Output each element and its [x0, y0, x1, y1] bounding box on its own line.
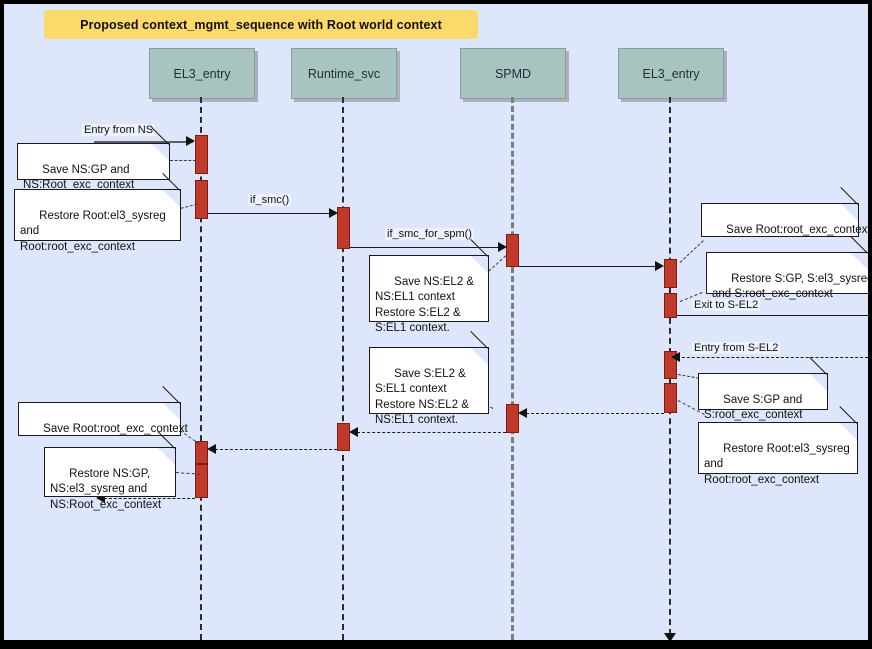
arrow-left-icon	[96, 493, 105, 503]
lifeline-runtime-svc	[342, 97, 344, 640]
activation-bar	[337, 423, 350, 451]
note-fold-icon	[471, 348, 488, 365]
note-text: Save NS:EL2 & NS:EL1 context Restore S:E…	[375, 275, 475, 335]
note-fold-icon	[840, 423, 857, 440]
note-fold-icon	[163, 190, 180, 207]
message-label-entry-from-ns: Entry from NS	[82, 124, 156, 136]
participant-label: EL3_entry	[642, 66, 700, 81]
message-line-entry-from-ns	[94, 141, 193, 143]
lifeline-el3-entry-left	[200, 97, 202, 640]
message-line-if-smc	[208, 213, 334, 214]
activation-bar	[664, 383, 677, 413]
arrow-left-icon	[671, 352, 680, 362]
participant-spmd[interactable]: SPMD	[460, 48, 566, 99]
activation-bar	[195, 464, 208, 498]
note-fold-icon	[152, 144, 169, 161]
activation-bar	[195, 135, 208, 174]
participant-el3-entry-left[interactable]: EL3_entry	[149, 48, 255, 99]
note-fold-icon	[158, 448, 175, 465]
activation-bar	[664, 293, 677, 318]
note-fold-icon	[163, 403, 180, 420]
note-text: Restore S:GP, S:el3_sysreg and S:root_ex…	[712, 272, 868, 301]
note-fold-line	[839, 406, 857, 424]
arrow-right-icon	[329, 208, 338, 218]
message-label-exit-to-sel2: Exit to S-EL2	[692, 299, 761, 311]
activation-bar	[664, 259, 677, 288]
note-fold-icon	[471, 256, 488, 273]
note-save-s-el2-restore-ns-el2: Save S:EL2 & S:EL1 context Restore NS:EL…	[369, 331, 489, 426]
activation-bar	[195, 180, 208, 219]
note-fold-line	[850, 236, 868, 254]
message-label-if-smc-for-spm: if_smc_for_spm()	[385, 228, 474, 240]
message-line-spmd-to-el3	[519, 266, 661, 267]
note-restore-root-el3-sysreg-1: Restore Root:el3_sysreg and Root:root_ex…	[14, 173, 181, 253]
note-fold-line	[162, 173, 180, 191]
note-fold-icon	[810, 374, 827, 391]
message-label-entry-from-sel2: Entry from S-EL2	[692, 342, 781, 354]
message-line-exit-to-sel2	[677, 315, 868, 316]
note-text: Restore NS:GP, NS:el3_sysreg and NS:Root…	[50, 467, 162, 511]
participant-label: SPMD	[494, 66, 532, 81]
message-line-spmd-to-runtime-return	[357, 432, 506, 433]
diagram-title-banner: Proposed context_mgmt_sequence with Root…	[44, 10, 478, 39]
note-restore-root-el3-sysreg-2: Restore Root:el3_sysreg and Root:root_ex…	[698, 406, 858, 486]
note-text: Save S:EL2 & S:EL1 context Restore NS:EL…	[375, 367, 469, 427]
note-text: Save Root:root_exc_context	[726, 223, 868, 236]
note-text: Save Root:root_exc_context	[43, 422, 188, 435]
note-restore-ns-gp: Restore NS:GP, NS:el3_sysreg and NS:Root…	[44, 431, 176, 511]
note-text: Restore Root:el3_sysreg and Root:root_ex…	[20, 209, 166, 253]
note-connector	[170, 160, 196, 161]
note-save-s-gp: Save S:GP and S:root_exc_context	[698, 357, 828, 421]
lifeline-end-arrow-icon	[664, 633, 676, 640]
sequence-diagram-board: Proposed context_mgmt_sequence with Root…	[4, 4, 868, 640]
note-text: Save S:GP and S:root_exc_context	[704, 393, 803, 422]
note-save-ns-gp: Save NS:GP and NS:Root_exc_context	[17, 127, 170, 191]
note-fold-line	[809, 357, 827, 375]
participant-el3-entry-right[interactable]: EL3_entry	[618, 48, 724, 99]
note-save-root-exc-context-right: Save Root:root_exc_context	[701, 187, 868, 237]
note-fold-icon	[851, 253, 868, 270]
message-line-el3-to-spmd-return	[526, 413, 664, 414]
participant-runtime-svc[interactable]: Runtime_svc	[291, 48, 397, 99]
diagram-title: Proposed context_mgmt_sequence with Root…	[80, 17, 442, 32]
note-fold-line	[470, 331, 488, 349]
note-fold-icon	[841, 204, 858, 221]
arrow-right-icon	[498, 242, 507, 252]
message-line-if-smc-for-spm	[350, 247, 503, 248]
activation-bar	[506, 234, 519, 267]
arrow-left-icon	[518, 408, 527, 418]
note-restore-s-gp-sysreg: Restore S:GP, S:el3_sysreg and S:root_ex…	[706, 236, 868, 300]
message-label-if-smc: if_smc()	[248, 194, 292, 206]
note-text: Restore Root:el3_sysreg and Root:root_ex…	[704, 442, 850, 486]
arrow-left-icon	[207, 444, 216, 454]
activation-bar	[506, 404, 519, 433]
note-text: Save NS:GP and NS:Root_exc_context	[23, 163, 135, 192]
lifeline-spmd	[511, 97, 514, 640]
arrow-left-icon	[349, 427, 358, 437]
note-connector	[679, 240, 704, 263]
message-line-el3-exit-return	[104, 498, 195, 499]
arrow-right-icon	[186, 136, 195, 146]
message-line-runtime-to-el3-return	[215, 449, 337, 450]
note-save-ns-el2-restore-s-el2: Save NS:EL2 & NS:EL1 context Restore S:E…	[369, 239, 489, 334]
note-fold-line	[840, 187, 858, 205]
note-fold-line	[162, 386, 180, 404]
message-line-entry-from-sel2	[677, 357, 868, 358]
participant-label: Runtime_svc	[307, 66, 381, 81]
arrow-right-icon	[655, 261, 664, 271]
activation-bar	[337, 207, 350, 249]
participant-label: EL3_entry	[173, 66, 231, 81]
